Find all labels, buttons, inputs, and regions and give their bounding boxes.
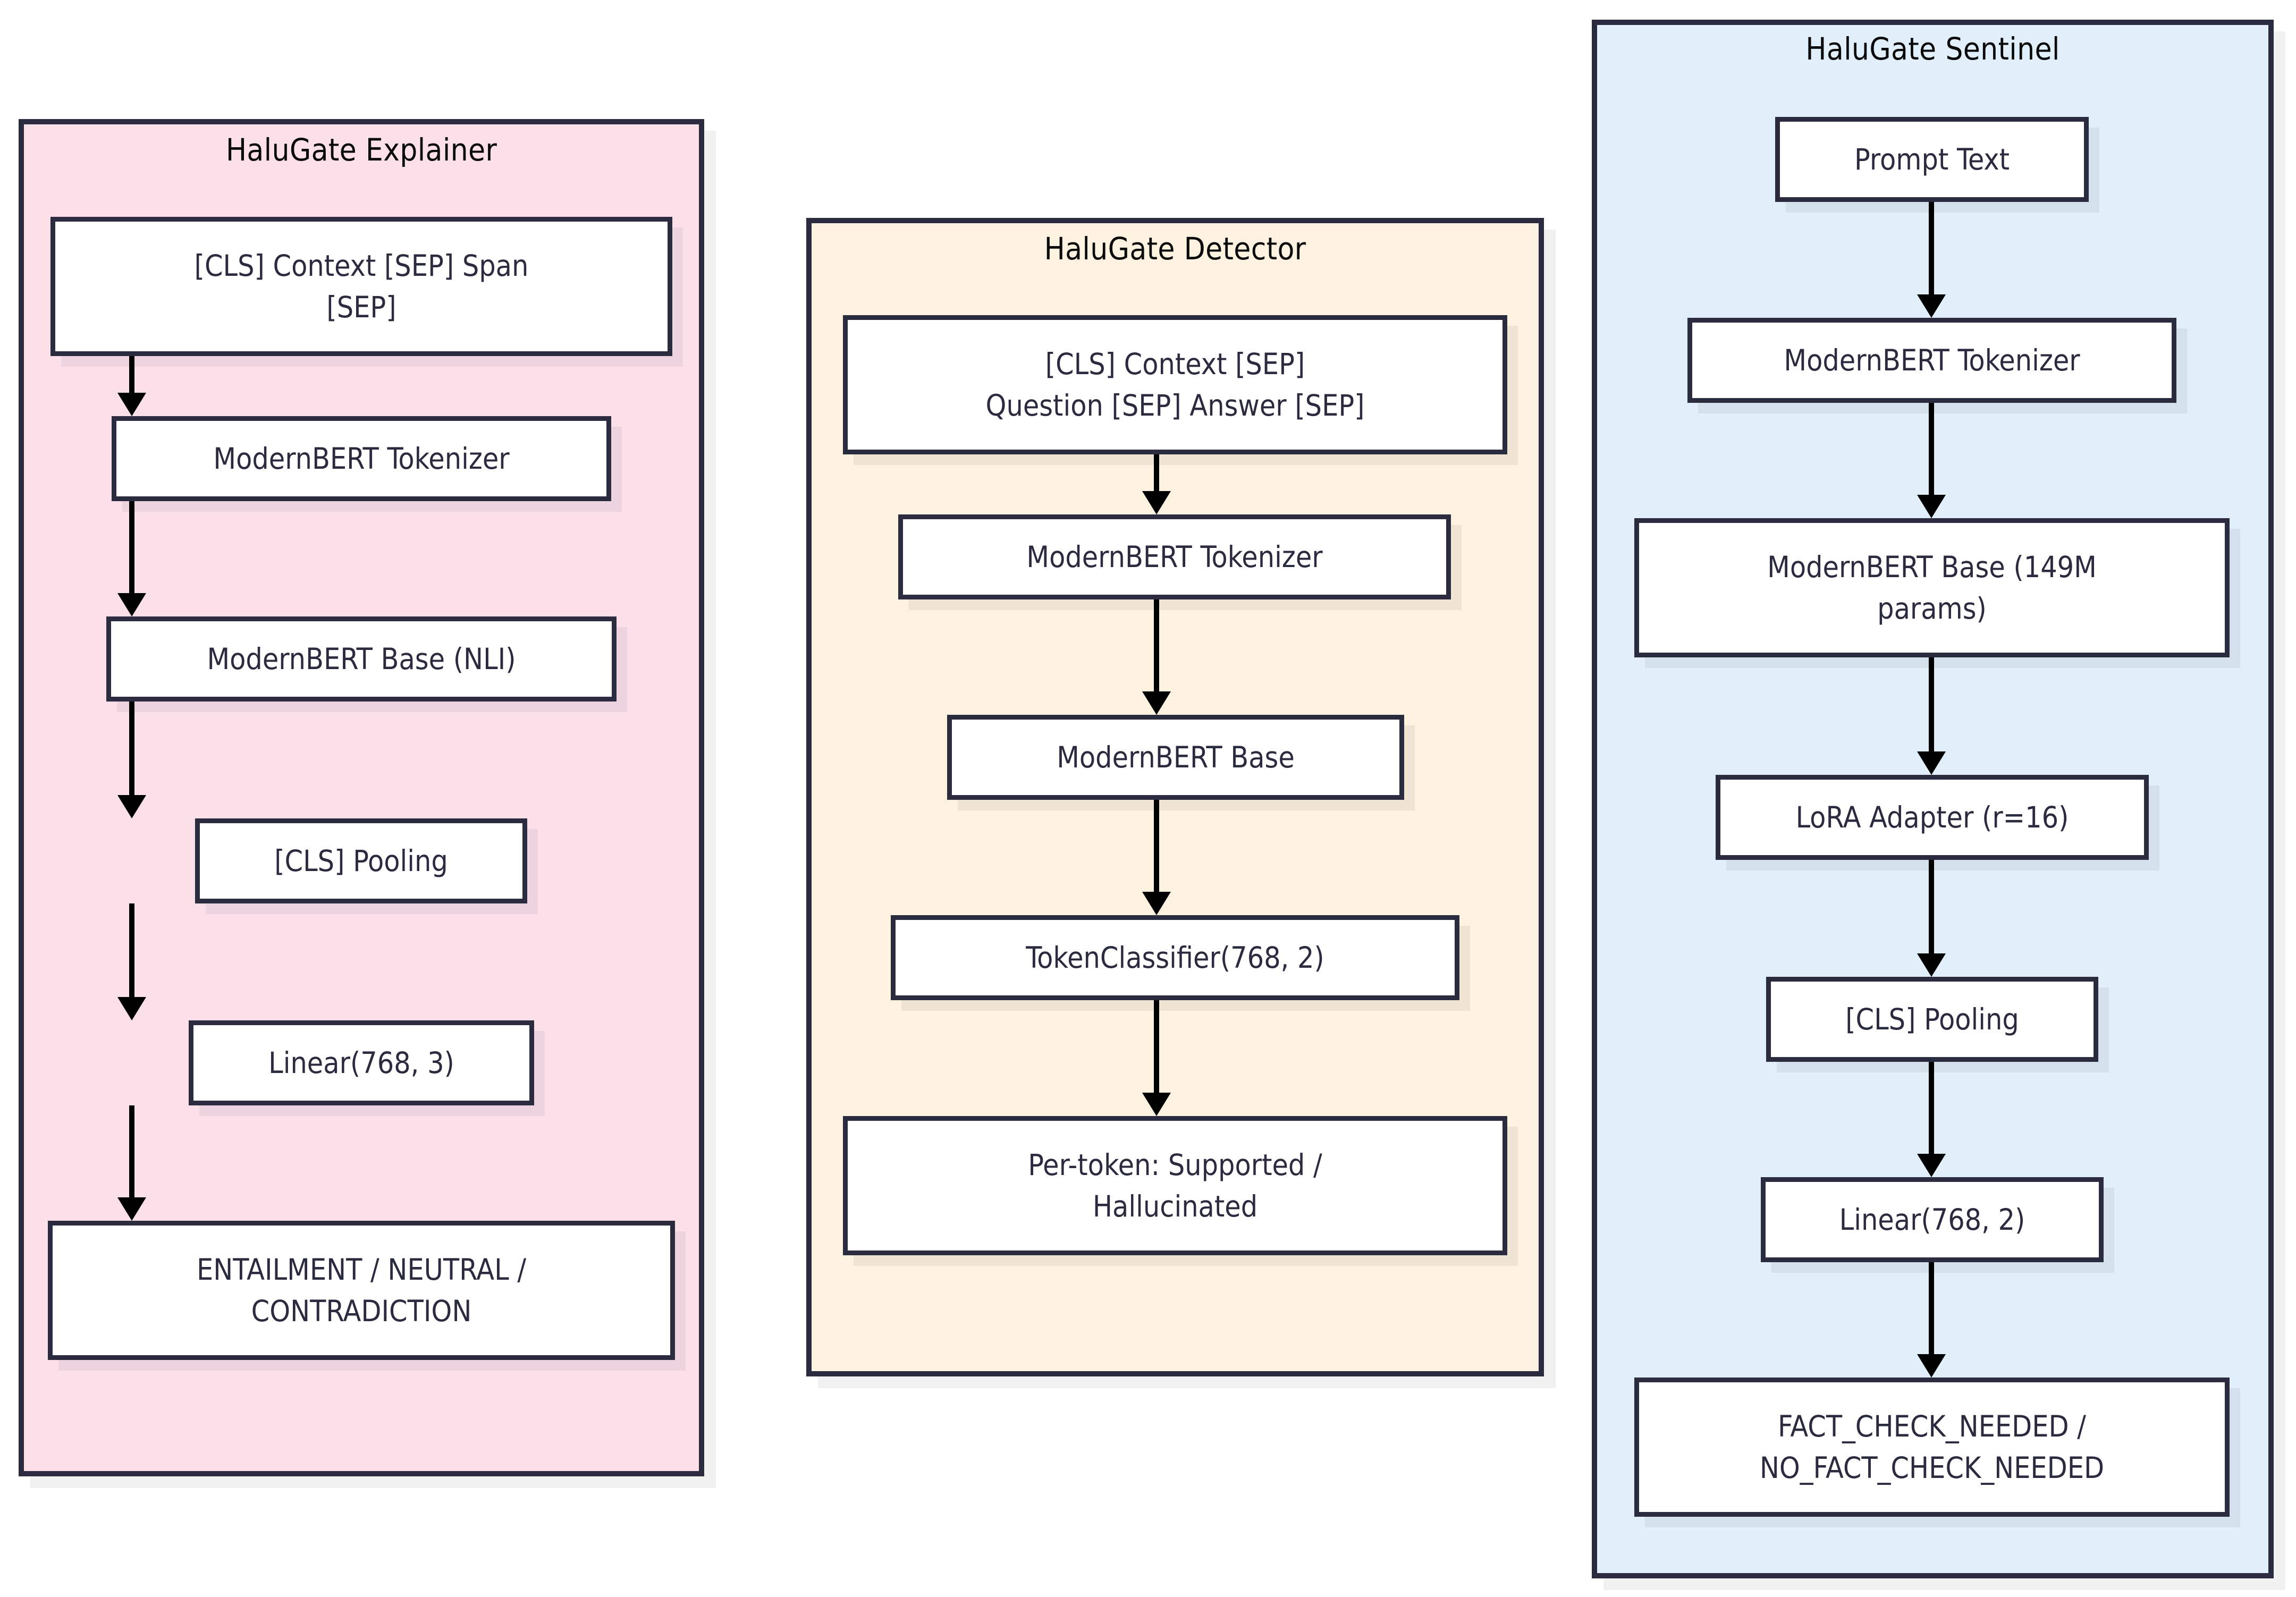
node-line: ModernBERT Base — [1057, 740, 1295, 774]
node-line: Question [SEP] Answer [SEP] — [985, 388, 1365, 423]
subgraph-title-sentinel: HaluGate Sentinel — [1805, 31, 2060, 67]
node-sen-linear: Linear(768, 2) — [1761, 1177, 2104, 1262]
node-line: [CLS] Pooling — [1845, 1002, 2019, 1036]
node-line: Hallucinated — [1092, 1189, 1258, 1223]
node-sen-pooling: [CLS] Pooling — [1766, 977, 2098, 1062]
node-sen-lora: LoRA Adapter (r=16) — [1716, 775, 2149, 860]
node-line: [SEP] — [326, 290, 396, 324]
node-line: CONTRADICTION — [251, 1294, 472, 1328]
node-sen-base: ModernBERT Base (149M params) — [1634, 518, 2230, 657]
node-line: Linear(768, 3) — [268, 1045, 454, 1080]
node-det-output: Per-token: Supported / Hallucinated — [843, 1116, 1507, 1255]
node-exp-pooling: [CLS] Pooling — [195, 818, 527, 903]
subgraph-title-detector: HaluGate Detector — [1044, 231, 1306, 267]
node-line: params) — [1877, 592, 1987, 626]
node-det-classifier: TokenClassifier(768, 2) — [891, 915, 1459, 1000]
node-line: LoRA Adapter (r=16) — [1795, 800, 2069, 834]
node-line: TokenClassifier(768, 2) — [1026, 940, 1324, 975]
node-sen-output: FACT_CHECK_NEEDED / NO_FACT_CHECK_NEEDED — [1634, 1378, 2230, 1517]
node-line: ENTAILMENT / NEUTRAL / — [196, 1252, 527, 1287]
node-sen-prompt: Prompt Text — [1775, 117, 2089, 202]
node-line: ModernBERT Tokenizer — [1784, 343, 2080, 377]
node-det-tokenizer: ModernBERT Tokenizer — [898, 514, 1451, 599]
node-line: NO_FACT_CHECK_NEEDED — [1759, 1451, 2105, 1485]
node-line: FACT_CHECK_NEEDED / — [1778, 1409, 2086, 1443]
node-exp-tokenizer: ModernBERT Tokenizer — [112, 416, 611, 501]
node-line: ModernBERT Tokenizer — [1026, 539, 1323, 574]
node-line: Prompt Text — [1854, 142, 2010, 176]
node-exp-input: [CLS] Context [SEP] Span [SEP] — [50, 217, 672, 356]
node-line: [CLS] Pooling — [274, 843, 448, 878]
node-det-base: ModernBERT Base — [947, 715, 1404, 800]
node-line: [CLS] Context [SEP] Span — [194, 248, 529, 283]
node-exp-output: ENTAILMENT / NEUTRAL / CONTRADICTION — [48, 1221, 675, 1360]
node-line: ModernBERT Tokenizer — [213, 441, 510, 476]
node-exp-base: ModernBERT Base (NLI) — [106, 616, 617, 702]
node-det-input: [CLS] Context [SEP] Question [SEP] Answe… — [843, 315, 1507, 454]
node-line: [CLS] Context [SEP] — [1045, 347, 1305, 381]
node-line: ModernBERT Base (NLI) — [207, 641, 516, 676]
node-line: Linear(768, 2) — [1839, 1202, 2025, 1237]
node-line: ModernBERT Base (149M — [1767, 550, 2097, 584]
node-exp-linear: Linear(768, 3) — [189, 1020, 534, 1105]
node-line: Per-token: Supported / — [1028, 1147, 1322, 1182]
subgraph-title-explainer: HaluGate Explainer — [225, 132, 497, 168]
node-sen-tokenizer: ModernBERT Tokenizer — [1687, 318, 2176, 403]
